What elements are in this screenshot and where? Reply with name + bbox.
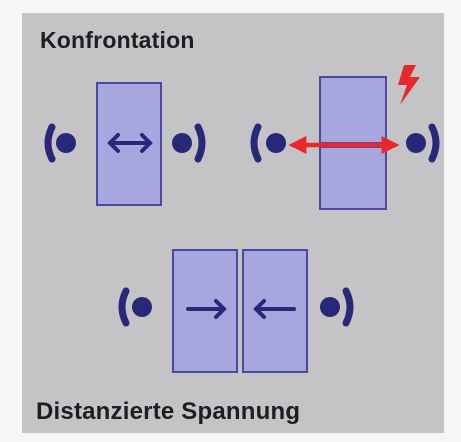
person-left-icon: [250, 123, 286, 163]
person-right-icon: [320, 287, 354, 327]
person-left-icon: [44, 123, 76, 163]
title-konfrontation: Konfrontation: [40, 27, 195, 53]
barrier-block-lower: [319, 146, 387, 210]
scene-open-conflict: [250, 65, 440, 210]
scene-distanced-tension: [118, 249, 354, 373]
arrow-right-icon: [186, 299, 227, 319]
arrow-left-icon: [253, 299, 296, 319]
confrontation-diagram: [44, 65, 440, 373]
scene-mutual-confrontation: [44, 82, 206, 206]
diagram-panel: Konfrontation: [22, 13, 444, 433]
person-right-icon: [406, 123, 440, 163]
lightning-bolt-icon: [398, 65, 420, 105]
double-arrow-icon: [107, 133, 153, 153]
person-right-icon: [172, 123, 206, 163]
barrier-block-upper: [319, 76, 387, 144]
person-left-icon: [118, 287, 152, 327]
title-distanzierte-spannung: Distanzierte Spannung: [36, 398, 301, 425]
